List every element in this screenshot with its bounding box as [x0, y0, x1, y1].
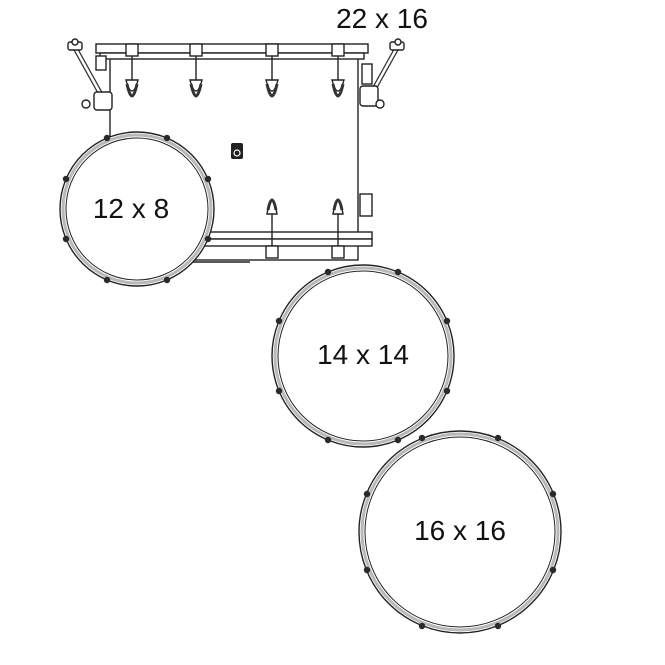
bass-drum-label: 22 x 16 [336, 3, 428, 34]
floor-tom-14x14: 14 x 14 [271, 264, 455, 448]
floor-tom-14x14-label: 14 x 14 [317, 339, 409, 370]
left-spur [67, 38, 113, 111]
right-spur [359, 38, 405, 109]
floor-tom-16x16-lugs [363, 434, 557, 630]
tom-12x8-label: 12 x 8 [93, 193, 169, 224]
brand-badge-icon [231, 143, 243, 159]
floor-tom-16x16-label: 16 x 16 [414, 515, 506, 546]
floor-tom-16x16: 16 x 16 [358, 430, 562, 634]
tom-12x8-lugs [62, 134, 212, 284]
floor-tom-14x14-lugs [275, 268, 451, 444]
tom-12x8: 12 x 8 [59, 131, 215, 287]
bass-drum-top-hoop-inner [99, 52, 365, 60]
bass-drum-top-lugs [125, 43, 345, 98]
bass-drum-bottom-lugs [265, 198, 345, 259]
